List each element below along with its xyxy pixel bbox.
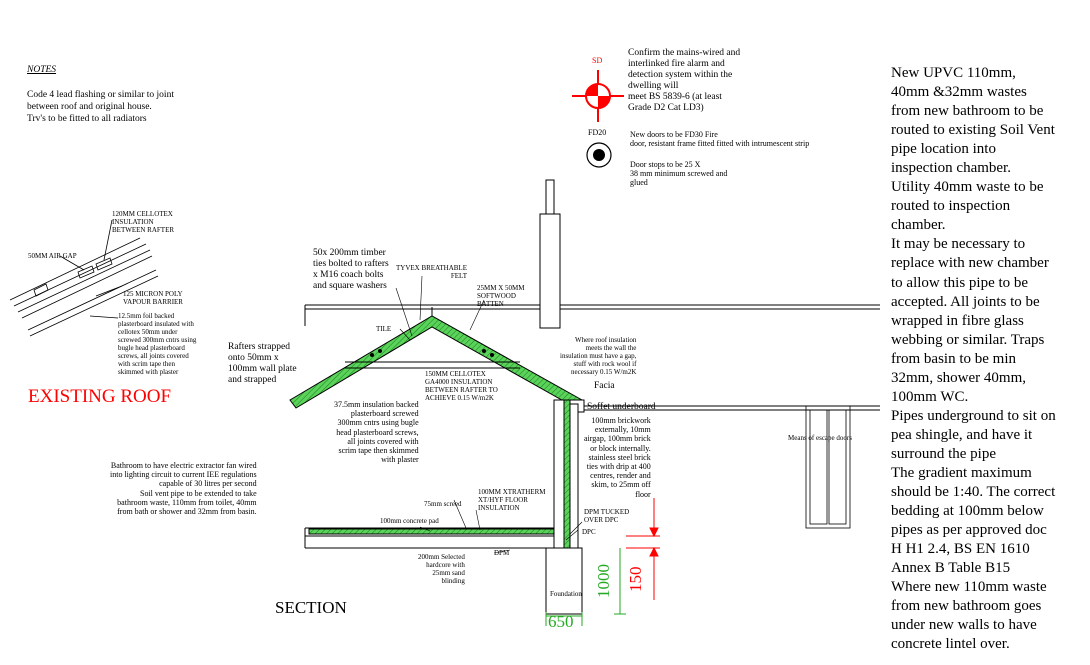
- roof-insulation-label: 150MM CELLOTEX GA4000 INSULATION BETWEEN…: [425, 370, 498, 403]
- drainage-notes: New UPVC 110mm, 40mm &32mm wastes from n…: [891, 65, 1056, 653]
- dpm-tucked-label: DPM TUCKED OVER DPC: [584, 508, 630, 525]
- existing-roof-title: EXISTING ROOF: [28, 386, 172, 407]
- foundation: [545, 547, 583, 615]
- dimension-150-label: 150: [626, 566, 645, 593]
- notes-line-1: Code 4 lead flashing or similar to joint: [27, 90, 174, 100]
- rafters-label: Rafters strapped onto 50mm x 100mm wall …: [228, 342, 297, 385]
- leader-lines: [395, 275, 583, 554]
- facia-label: Facia: [594, 381, 615, 391]
- inner-plasterboard-note: 37.5mm insulation backed plasterboard sc…: [334, 400, 419, 465]
- tile-label: TILE: [376, 325, 392, 333]
- hardcore-label: 200mm Selected hardcore with 25mm sand b…: [418, 553, 465, 586]
- escape-doors: [805, 405, 851, 529]
- smoke-detector-label: SD: [592, 56, 603, 65]
- escape-doors-label: Means of escape doors: [788, 434, 852, 442]
- batten-label: 25MM X 50MM SOFTWOOD BATTEN: [477, 284, 525, 309]
- existing-plasterboard-label: 12.5mm foil backed plasterboard insulate…: [118, 312, 197, 377]
- dimension-650-label: 650: [548, 612, 574, 631]
- existing-roof-detail: [9, 219, 159, 337]
- fire-door-icon: [586, 142, 612, 168]
- foundation-label: Foundation: [550, 590, 582, 598]
- dpm-label: DPM: [494, 549, 510, 557]
- door-stop-note: Door stops to be 25 X 38 mm minimum scre…: [630, 160, 728, 188]
- concrete-pad-label: 100mm concrete pad: [380, 517, 439, 525]
- floor-section: [304, 527, 580, 549]
- screed-label: 75mm screed: [424, 500, 462, 508]
- tyvex-label: TYVEX BREATHABLE FELT: [396, 264, 467, 281]
- notes-heading: NOTES: [27, 65, 57, 75]
- existing-insulation-label: 120MM CELLOTEX INSULATION BETWEEN RAFTER: [112, 210, 175, 235]
- existing-air-gap-label: 50MM AIR GAP: [28, 252, 77, 260]
- notes-line-3: Trv's to be fitted to all radiators: [27, 114, 147, 124]
- wall-insulation-note: Where roof insulation meets the wall the…: [560, 336, 637, 377]
- fire-door-label: FD20: [588, 128, 607, 137]
- smoke-detector-note: Confirm the mains-wired and interlinked …: [628, 48, 741, 113]
- existing-house: [304, 179, 880, 411]
- dimension-650: [545, 612, 583, 626]
- brickwork-note: 100mm brickwork externally, 10mm airgap,…: [584, 416, 651, 499]
- timber-ties-label: 50x 200mm timber ties bolted to rafters …: [313, 248, 389, 291]
- smoke-detector-icon: [572, 70, 624, 122]
- notes-line-2: between roof and original house.: [27, 102, 152, 112]
- existing-vapour-label: 125 MICRON POLY VAPOUR BARRIER: [123, 290, 183, 307]
- floor-insulation-label: 100MM XTRATHERM XT/HYF FLOOR INSULATION: [478, 488, 546, 513]
- section-title: SECTION: [275, 598, 347, 617]
- extractor-note: Bathroom to have electric extractor fan …: [110, 461, 257, 516]
- dimension-1000-label: 1000: [594, 564, 613, 598]
- soffet-label: Soffet underboard: [587, 402, 656, 412]
- new-walls: [553, 399, 579, 549]
- dimension-150: [626, 498, 660, 600]
- fire-door-note: New doors to be FD30 Fire door, resistan…: [630, 130, 810, 149]
- dpc-label: DPC: [582, 528, 596, 536]
- dimension-1000: [614, 548, 626, 615]
